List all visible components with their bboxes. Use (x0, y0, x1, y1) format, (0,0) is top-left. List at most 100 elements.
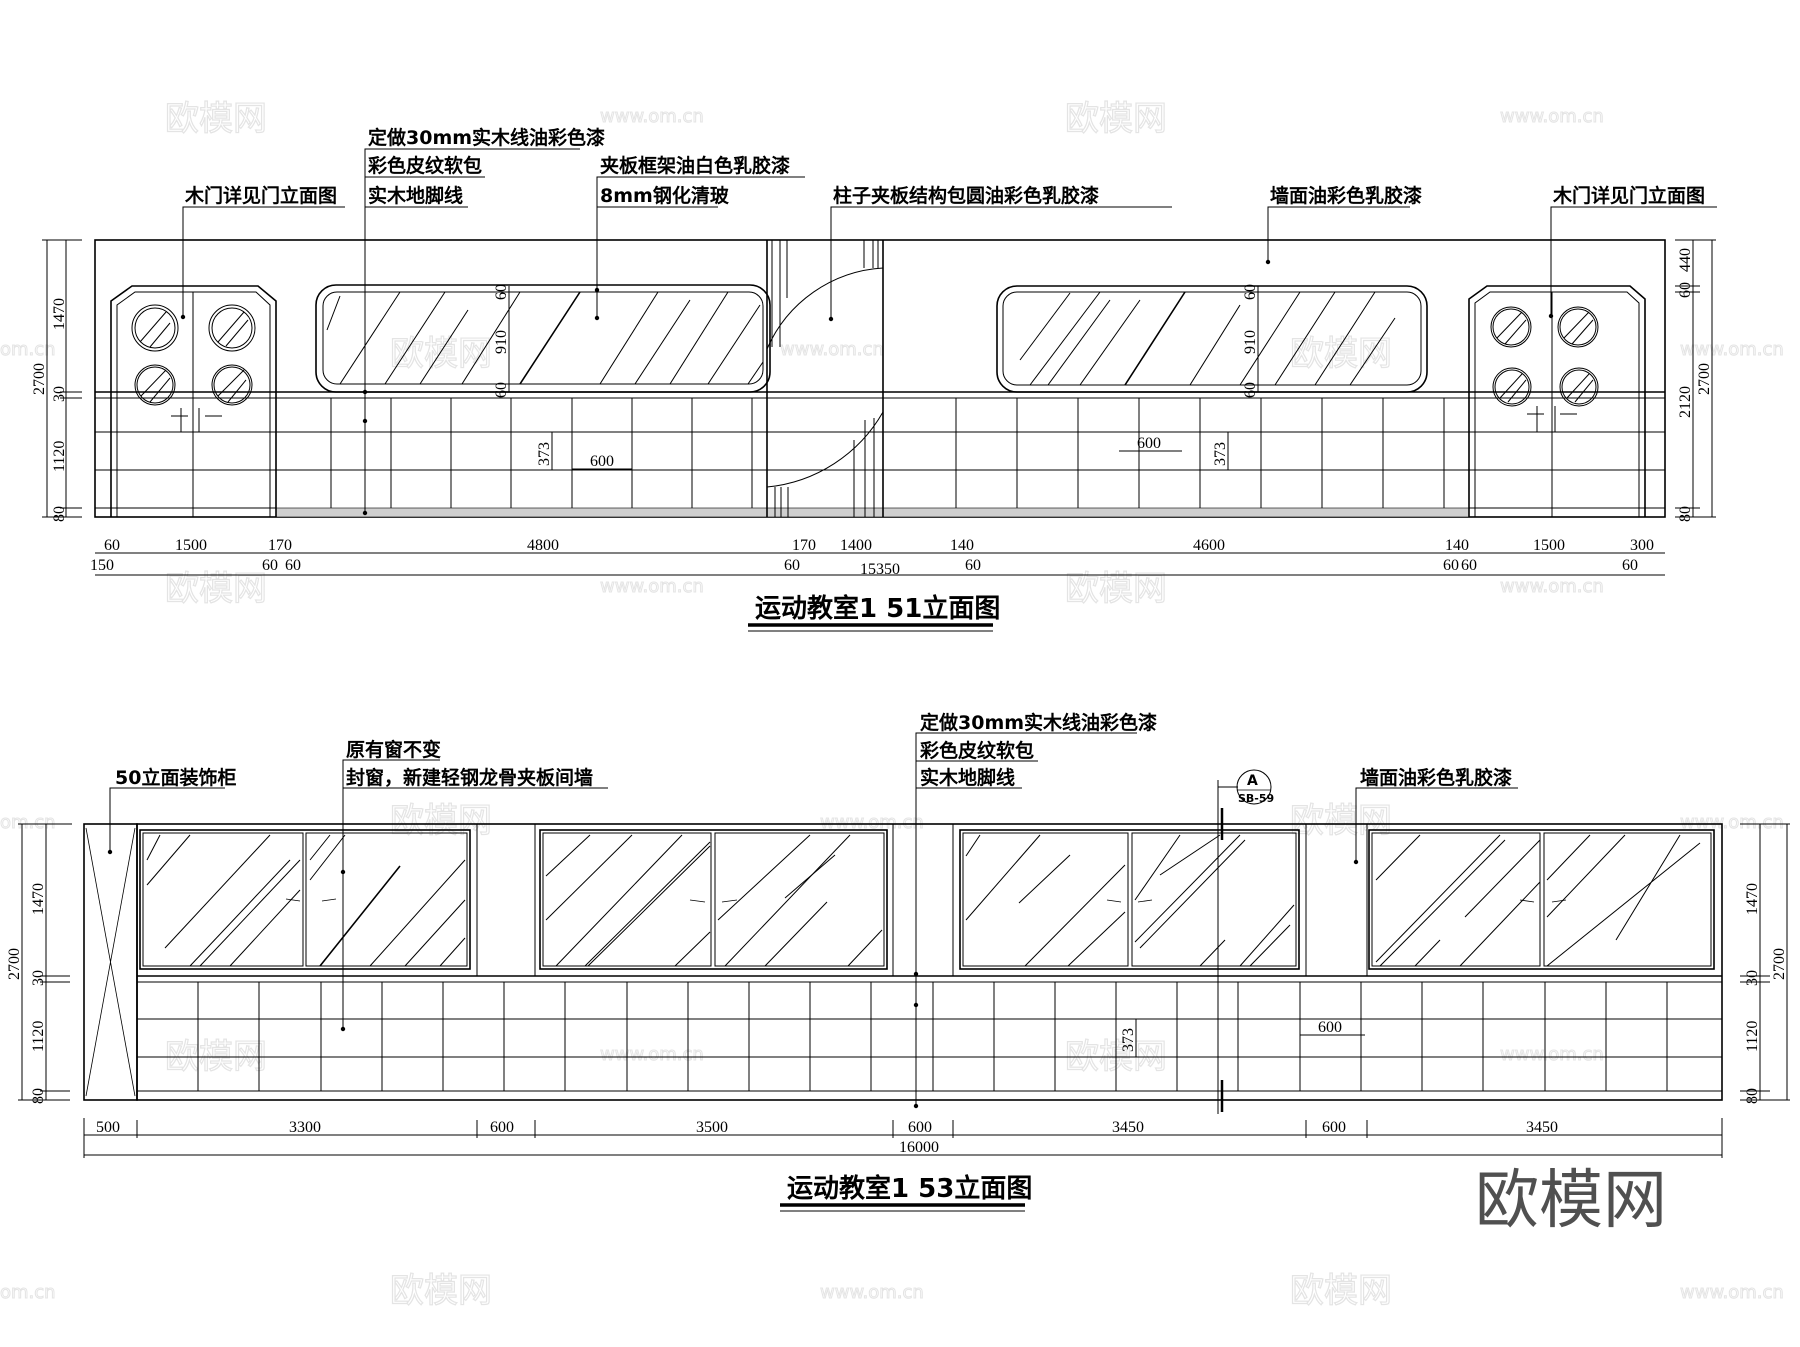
note-seal-window: 封窗，新建轻钢龙骨夹板间墙 (346, 766, 593, 789)
column-center (766, 240, 884, 517)
svg-text:1500: 1500 (175, 537, 207, 554)
svg-text:60: 60 (104, 537, 120, 554)
window-4 (1368, 829, 1715, 970)
leader-lines (107, 732, 1518, 1109)
svg-text:300: 300 (1630, 537, 1654, 554)
note-soft-pack: 彩色皮纹软包 (367, 154, 482, 177)
svg-text:1120: 1120 (51, 441, 68, 472)
svg-text:2700: 2700 (1696, 363, 1713, 395)
svg-text:30: 30 (1744, 970, 1761, 986)
svg-text:1120: 1120 (1744, 1021, 1761, 1052)
svg-text:60: 60 (1677, 282, 1694, 298)
svg-text:60: 60 (1242, 284, 1259, 300)
watermark-url: om.cn (0, 339, 56, 360)
note-glass: 8mm钢化清玻 (600, 184, 730, 207)
watermark-url: www.om.cn (1680, 1282, 1784, 1303)
svg-text:SB-59: SB-59 (1238, 792, 1274, 805)
watermark-brand: 欧模网 (165, 99, 267, 139)
svg-text:80: 80 (30, 1088, 47, 1104)
svg-text:170: 170 (792, 537, 816, 554)
watermark-url: www.om.cn (1500, 106, 1604, 127)
svg-text:1470: 1470 (51, 298, 68, 330)
svg-text:150: 150 (90, 557, 114, 574)
right-dimensions: 440 60 2120 2700 80 (1675, 239, 1716, 522)
note-door-left: 木门详见门立面图 (184, 184, 337, 207)
svg-text:60: 60 (493, 284, 510, 300)
panel-dimensions: 373 600 (1120, 1019, 1365, 1057)
window-2 (539, 829, 888, 970)
sliding-arrow-icon (1519, 899, 1567, 903)
note-window-keep: 原有窗不变 (346, 738, 441, 761)
window-right (996, 285, 1428, 393)
svg-text:4600: 4600 (1193, 537, 1225, 554)
right-dimensions: 1470 30 2700 1120 80 (1740, 823, 1790, 1104)
watermarks: 欧模网 www.om.cn 欧模网 www.om.cn om.cn 欧模网 ww… (0, 98, 1784, 1311)
svg-text:15350: 15350 (860, 561, 900, 578)
watermark-brand: 欧模网 (1065, 99, 1167, 139)
svg-text:1400: 1400 (840, 537, 872, 554)
skirting-hatch (275, 507, 1470, 518)
svg-text:80: 80 (1744, 1088, 1761, 1104)
svg-text:3450: 3450 (1112, 1119, 1144, 1136)
note-skirting: 实木地脚线 (368, 184, 463, 207)
watermark-url: www.om.cn (820, 1282, 924, 1303)
watermark-brand: 欧模网 (1290, 334, 1392, 374)
note-column: 柱子夹板结构包圆油彩色乳胶漆 (833, 184, 1099, 207)
svg-text:30: 30 (51, 386, 68, 402)
watermark-url: www.om.cn (780, 339, 884, 360)
svg-text:16000: 16000 (899, 1139, 939, 1156)
svg-text:500: 500 (96, 1119, 120, 1136)
svg-text:373: 373 (1212, 442, 1229, 466)
elevation-53-title: 运动教室1 53立面图 (787, 1173, 1032, 1204)
watermark-url: www.om.cn (1680, 812, 1784, 833)
svg-text:440: 440 (1677, 248, 1694, 272)
watermark-url: www.om.cn (1500, 576, 1604, 597)
svg-text:60: 60 (1622, 557, 1638, 574)
window-left (315, 284, 771, 393)
window-dimensions: 60 910 60 60 910 60 373 600 373 600 (493, 284, 1259, 470)
wall-outline (136, 823, 1723, 1101)
watermark-brand: 欧模网 (1290, 801, 1392, 841)
svg-text:4800: 4800 (527, 537, 559, 554)
svg-text:3450: 3450 (1526, 1119, 1558, 1136)
watermark-brand: 欧模网 (390, 1271, 492, 1311)
svg-text:60: 60 (1242, 382, 1259, 398)
svg-text:1470: 1470 (30, 883, 47, 915)
svg-text:60: 60 (493, 382, 510, 398)
door-handle-icon (171, 408, 222, 432)
brand-logo: 欧模网 (1475, 1164, 1667, 1238)
svg-text:60: 60 (262, 557, 278, 574)
note-soft-pack: 彩色皮纹软包 (919, 739, 1034, 762)
left-dimensions: 2700 1470 30 1120 80 (31, 239, 82, 522)
svg-text:910: 910 (493, 330, 510, 354)
sliding-arrow-icon (1106, 899, 1153, 903)
svg-text:373: 373 (1120, 1028, 1137, 1052)
note-skirting: 实木地脚线 (920, 766, 1015, 789)
svg-text:3300: 3300 (289, 1119, 321, 1136)
watermark-url: www.om.cn (600, 576, 704, 597)
note-wall-paint: 墙面油彩色乳胶漆 (1360, 766, 1512, 789)
svg-text:A: A (1247, 773, 1258, 789)
svg-text:2700: 2700 (1771, 948, 1788, 980)
watermark-brand: 欧模网 (1290, 1271, 1392, 1311)
note-door-right: 木门详见门立面图 (1552, 184, 1705, 207)
svg-text:600: 600 (1137, 435, 1161, 452)
cabinet-cross-icon (85, 827, 136, 1097)
watermark-url: om.cn (0, 1282, 56, 1303)
svg-text:600: 600 (490, 1119, 514, 1136)
watermark-url: www.om.cn (820, 812, 924, 833)
elevation-51: 定做30mm实木线油彩色漆 彩色皮纹软包 实木地脚线 木门详见门立面图 夹板框架… (31, 126, 1717, 632)
note-frame-paint: 夹板框架油白色乳胶漆 (600, 154, 790, 177)
svg-text:60: 60 (1461, 557, 1477, 574)
svg-text:600: 600 (1322, 1119, 1346, 1136)
svg-text:60: 60 (784, 557, 800, 574)
watermark-brand: 欧模网 (390, 334, 492, 374)
soft-pack-grid (95, 398, 1665, 508)
bottom-dimensions: 500 3300 600 3500 600 3450 600 3450 1600… (83, 1118, 1723, 1158)
bottom-dimensions: 60 1500 170 4800 170 1400 140 4600 140 1… (90, 537, 1665, 578)
soft-pack-grid (137, 982, 1722, 1091)
left-dimensions: 2700 1470 30 1120 80 (6, 823, 72, 1104)
leader-lines (180, 148, 1717, 516)
window-3 (959, 829, 1300, 970)
